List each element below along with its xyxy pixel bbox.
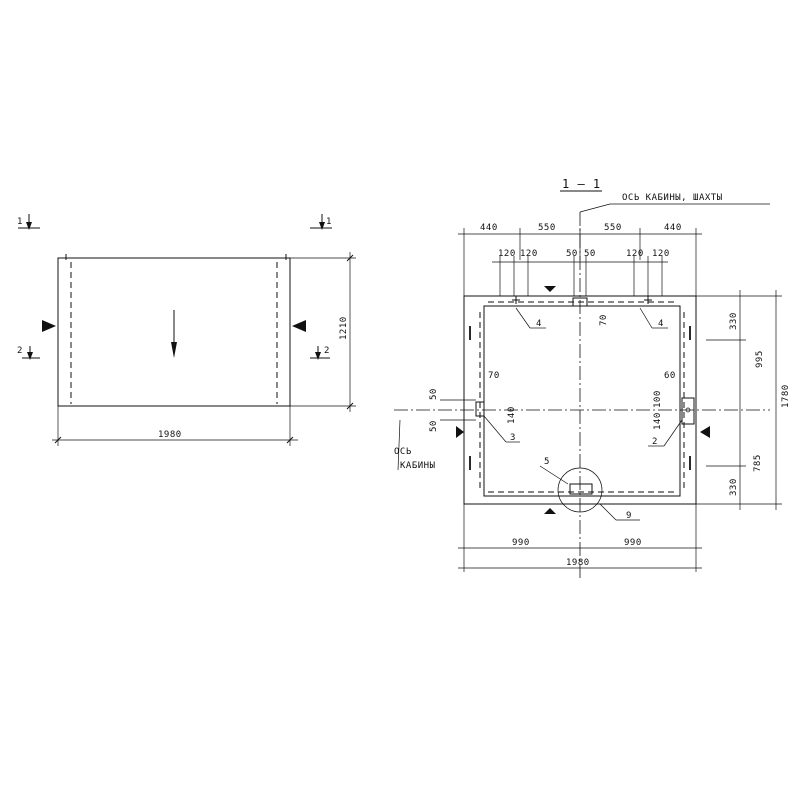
section-title: 1 — 1 xyxy=(562,177,601,191)
front-panel-outline xyxy=(57,257,291,407)
section-label: 2 xyxy=(17,346,23,356)
detail-circle-9 xyxy=(557,467,603,513)
dim-label: 120 xyxy=(652,249,670,259)
callouts: 4 4 3 2 5 9 xyxy=(483,307,683,521)
dim-height: 1210 xyxy=(290,252,356,412)
dim-label: 50 xyxy=(429,420,439,432)
dim-label: 120 xyxy=(626,249,644,259)
dim-label: 785 xyxy=(753,454,763,472)
section-label: 1 xyxy=(17,217,23,227)
dim-top-chain: 440 550 550 440 xyxy=(458,223,702,296)
dim-label: 440 xyxy=(664,223,682,233)
callout-label: 4 xyxy=(536,319,542,329)
callout-label: 4 xyxy=(658,319,664,329)
dim-right-chain: 330 995 785 330 1780 xyxy=(696,290,791,510)
dim-label: 70 xyxy=(488,371,500,381)
axis-cabin-label: КАБИНЫ xyxy=(400,461,436,471)
dim-width: 1980 xyxy=(52,406,298,446)
dim-label: 1210 xyxy=(339,316,349,340)
axis-cabin-label: ОСЬ xyxy=(394,447,412,457)
dim-label: 550 xyxy=(538,223,556,233)
dim-label: 330 xyxy=(729,478,739,496)
dim-bottom-chain: 990 990 1980 xyxy=(458,504,702,572)
dim-label: 1980 xyxy=(566,558,590,568)
dim-label: 50 xyxy=(584,249,596,259)
callout-label: 5 xyxy=(544,457,550,467)
callout-label: 3 xyxy=(510,433,516,443)
dim-label: 1980 xyxy=(158,430,182,440)
dim-label: 140 xyxy=(653,412,663,430)
dim-label: 70 xyxy=(599,314,609,326)
dim-label: 990 xyxy=(624,538,642,548)
dim-label: 50 xyxy=(566,249,578,259)
axis-label: ОСЬ КАБИНЫ, ШАХТЫ xyxy=(622,193,723,203)
section-label: 1 xyxy=(326,217,332,227)
dim-label: 440 xyxy=(480,223,498,233)
section-view: 1 — 1 ОСЬ КАБИНЫ, ШАХТЫ xyxy=(394,177,791,580)
dim-label: 120 xyxy=(520,249,538,259)
section-arrow-2-left: 2 xyxy=(17,320,56,360)
dim-label: 1780 xyxy=(781,384,791,408)
dim-label: 120 xyxy=(498,249,516,259)
cabin-outline xyxy=(483,305,681,497)
dim-upper-chain: 120 120 50 50 120 120 xyxy=(492,249,670,296)
dim-label: 990 xyxy=(512,538,530,548)
dim-label: 100 xyxy=(653,390,663,408)
section-arrow-2-right: 2 xyxy=(292,320,330,360)
dim-label: 995 xyxy=(755,350,765,368)
dim-left-details: 50 50 70 140 xyxy=(429,371,517,432)
callout-label: 9 xyxy=(626,511,632,521)
dim-label: 550 xyxy=(604,223,622,233)
section-mark-1-right: 1 xyxy=(310,214,332,230)
section-mark-1-left: 1 xyxy=(17,214,40,230)
dim-label: 330 xyxy=(729,312,739,330)
section-label: 2 xyxy=(324,346,330,356)
callout-label: 2 xyxy=(652,437,658,447)
left-view: 1 1 2 2 1980 xyxy=(17,214,356,446)
dim-label: 50 xyxy=(429,388,439,400)
dim-label: 140 xyxy=(507,406,517,424)
dim-label: 60 xyxy=(664,371,676,381)
